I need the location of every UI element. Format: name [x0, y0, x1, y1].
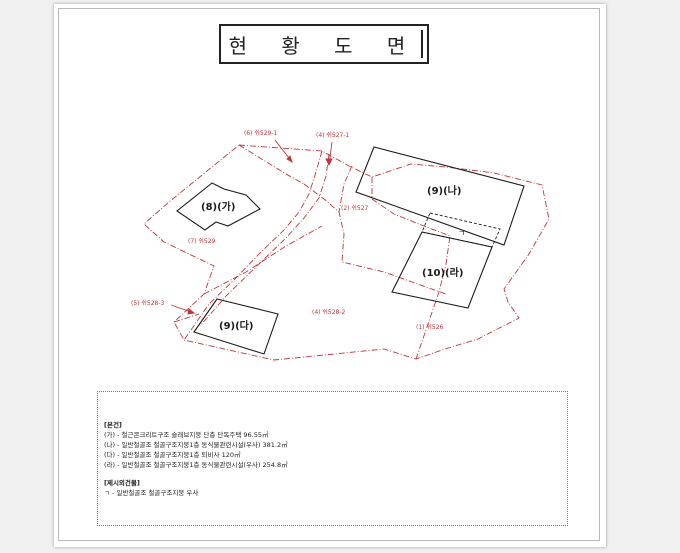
boundary-segment	[238, 144, 305, 185]
boundary-segment	[203, 225, 323, 295]
parcel-label: (6) 쉬529-1	[244, 129, 278, 137]
building-label: (9)(나)	[427, 184, 461, 197]
building-na-outline	[355, 146, 525, 246]
leader-arrows	[170, 139, 333, 315]
legend-item: (나) - 일반철골조 철골구조지붕1층 동식물관련시설(우사) 381.2㎡	[104, 441, 288, 449]
document-title: 현 황 도 면	[219, 24, 429, 64]
boundary-segment	[183, 150, 323, 341]
boundary-segment	[173, 313, 200, 323]
legend-item: ㄱ - 일반철골조 철골구조지붕 우사	[104, 489, 199, 497]
building-label-group: (8)(가) (9)(나) (10)(라) (9)(다) ㄱ	[201, 184, 465, 332]
parcel-label: (5) 쉬528-3	[131, 299, 165, 307]
legend-item: (가) - 철근콘크리트구조 슬래브지붕 단층 단독주택 96.55㎡	[104, 431, 269, 439]
document-page: 현 황 도 면	[54, 4, 606, 547]
page-frame	[58, 8, 600, 541]
boundary-segment	[199, 153, 330, 327]
site-plan-map: (6) 쉬529-1 (4) 쉬527-1 (2) 쉬527 (7) 쉬529 …	[131, 129, 550, 361]
legend-item: (라) - 일반철골조 철골구조지붕1층 동식물관련시설(우사) 254.8㎡	[104, 461, 288, 469]
parcel-boundaries	[143, 144, 550, 361]
legend-item: (다) - 일반철골조 철골구조지붕1층 퇴비사 120㎡	[104, 451, 241, 459]
parcel-label: (7) 쉬529	[188, 237, 216, 245]
parcel-label: (2) 쉬527	[341, 204, 369, 212]
parcel-label: (1) 쉬526	[416, 323, 444, 331]
parcel-label: (4) 쉬528-2	[312, 308, 346, 316]
annex-outline	[421, 212, 501, 248]
parcel-label-group: (6) 쉬529-1 (4) 쉬527-1 (2) 쉬527 (7) 쉬529 …	[131, 129, 444, 331]
parcel-label: (4) 쉬527-1	[316, 131, 350, 139]
annex-label: ㄱ	[458, 229, 465, 238]
legend-section-header: [본건]	[104, 421, 122, 429]
building-label: (8)(가)	[201, 200, 235, 213]
outer-boundary	[143, 144, 550, 361]
legend-section-header: [제시외건물]	[104, 479, 140, 487]
building-label: (9)(다)	[219, 319, 253, 332]
boundary-segment	[303, 183, 447, 295]
legend-box: [본건] (가) - 철근콘크리트구조 슬래브지붕 단층 단독주택 96.55㎡…	[97, 391, 568, 526]
boundary-segment	[338, 165, 353, 213]
building-label: (10)(라)	[422, 266, 463, 279]
building-ga-outline	[176, 182, 261, 231]
building-da-outline	[193, 298, 279, 355]
boundary-segment	[371, 177, 451, 360]
